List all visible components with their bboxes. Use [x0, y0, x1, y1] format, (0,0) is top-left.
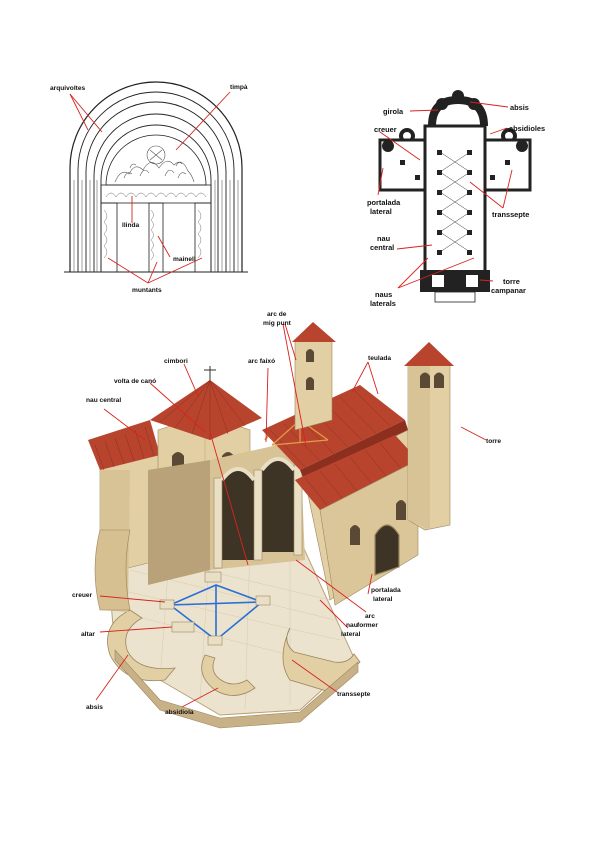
label-torre-campanar-2: campanar [491, 286, 526, 295]
label-nau-lateral-2: lateral [341, 631, 361, 638]
label-torre: torre [486, 438, 501, 445]
label-altar: altar [81, 631, 95, 638]
label-portalada-lateral-2: lateral [373, 596, 393, 603]
label-timpa: timpà [230, 84, 248, 91]
label-naus-laterals-1: naus [375, 290, 392, 299]
label-absis: absis [86, 704, 103, 711]
floor-plan: girola absis absidioles creuer portalada… [367, 90, 545, 308]
label-girola: girola [383, 107, 404, 116]
label-creuer: creuer [72, 592, 93, 599]
label-arc-former-2: former [357, 622, 378, 629]
label-absis-plan: absis [510, 103, 529, 112]
label-arc-faixo: arc faixó [248, 358, 275, 365]
label-volta-de-cano: volta de canó [114, 378, 156, 385]
label-arc-former-1: arc [365, 613, 375, 620]
label-nau-central-plan-1: nau [377, 234, 391, 243]
label-mainell: mainell [173, 256, 196, 263]
label-portalada-lateral-plan-2: lateral [370, 207, 392, 216]
label-arquivoltes: arquivoltes [50, 85, 86, 92]
label-creuer-plan: creuer [374, 125, 397, 134]
label-teulada: teulada [368, 355, 391, 362]
label-portalada-lateral-1: portalada [371, 587, 401, 594]
label-naus-laterals-2: laterals [370, 299, 396, 308]
church-cutaway: arc de mig punt arc faixó cimbori volta … [72, 311, 501, 728]
label-absidioles: absidioles [509, 124, 545, 133]
label-arc-mig-punt-2: mig punt [263, 320, 292, 327]
label-torre-campanar-1: torre [503, 277, 520, 286]
label-cimbori: cimbori [164, 358, 188, 365]
label-arc-mig-punt-1: arc de [267, 311, 287, 318]
label-transsepte: transsepte [337, 691, 371, 698]
label-transsepte-plan: transsepte [492, 210, 529, 219]
label-nau-lateral-1: nau [346, 622, 358, 629]
label-nau-central: nau central [86, 397, 121, 404]
label-absidiola: absidiola [165, 709, 194, 716]
label-muntants: muntants [132, 287, 162, 294]
label-nau-central-plan-2: central [370, 243, 394, 252]
portal-drawing: arquivoltes timpà llinda mainell muntant… [50, 82, 248, 294]
label-portalada-lateral-plan-1: portalada [367, 198, 401, 207]
label-llinda: llinda [122, 222, 140, 229]
